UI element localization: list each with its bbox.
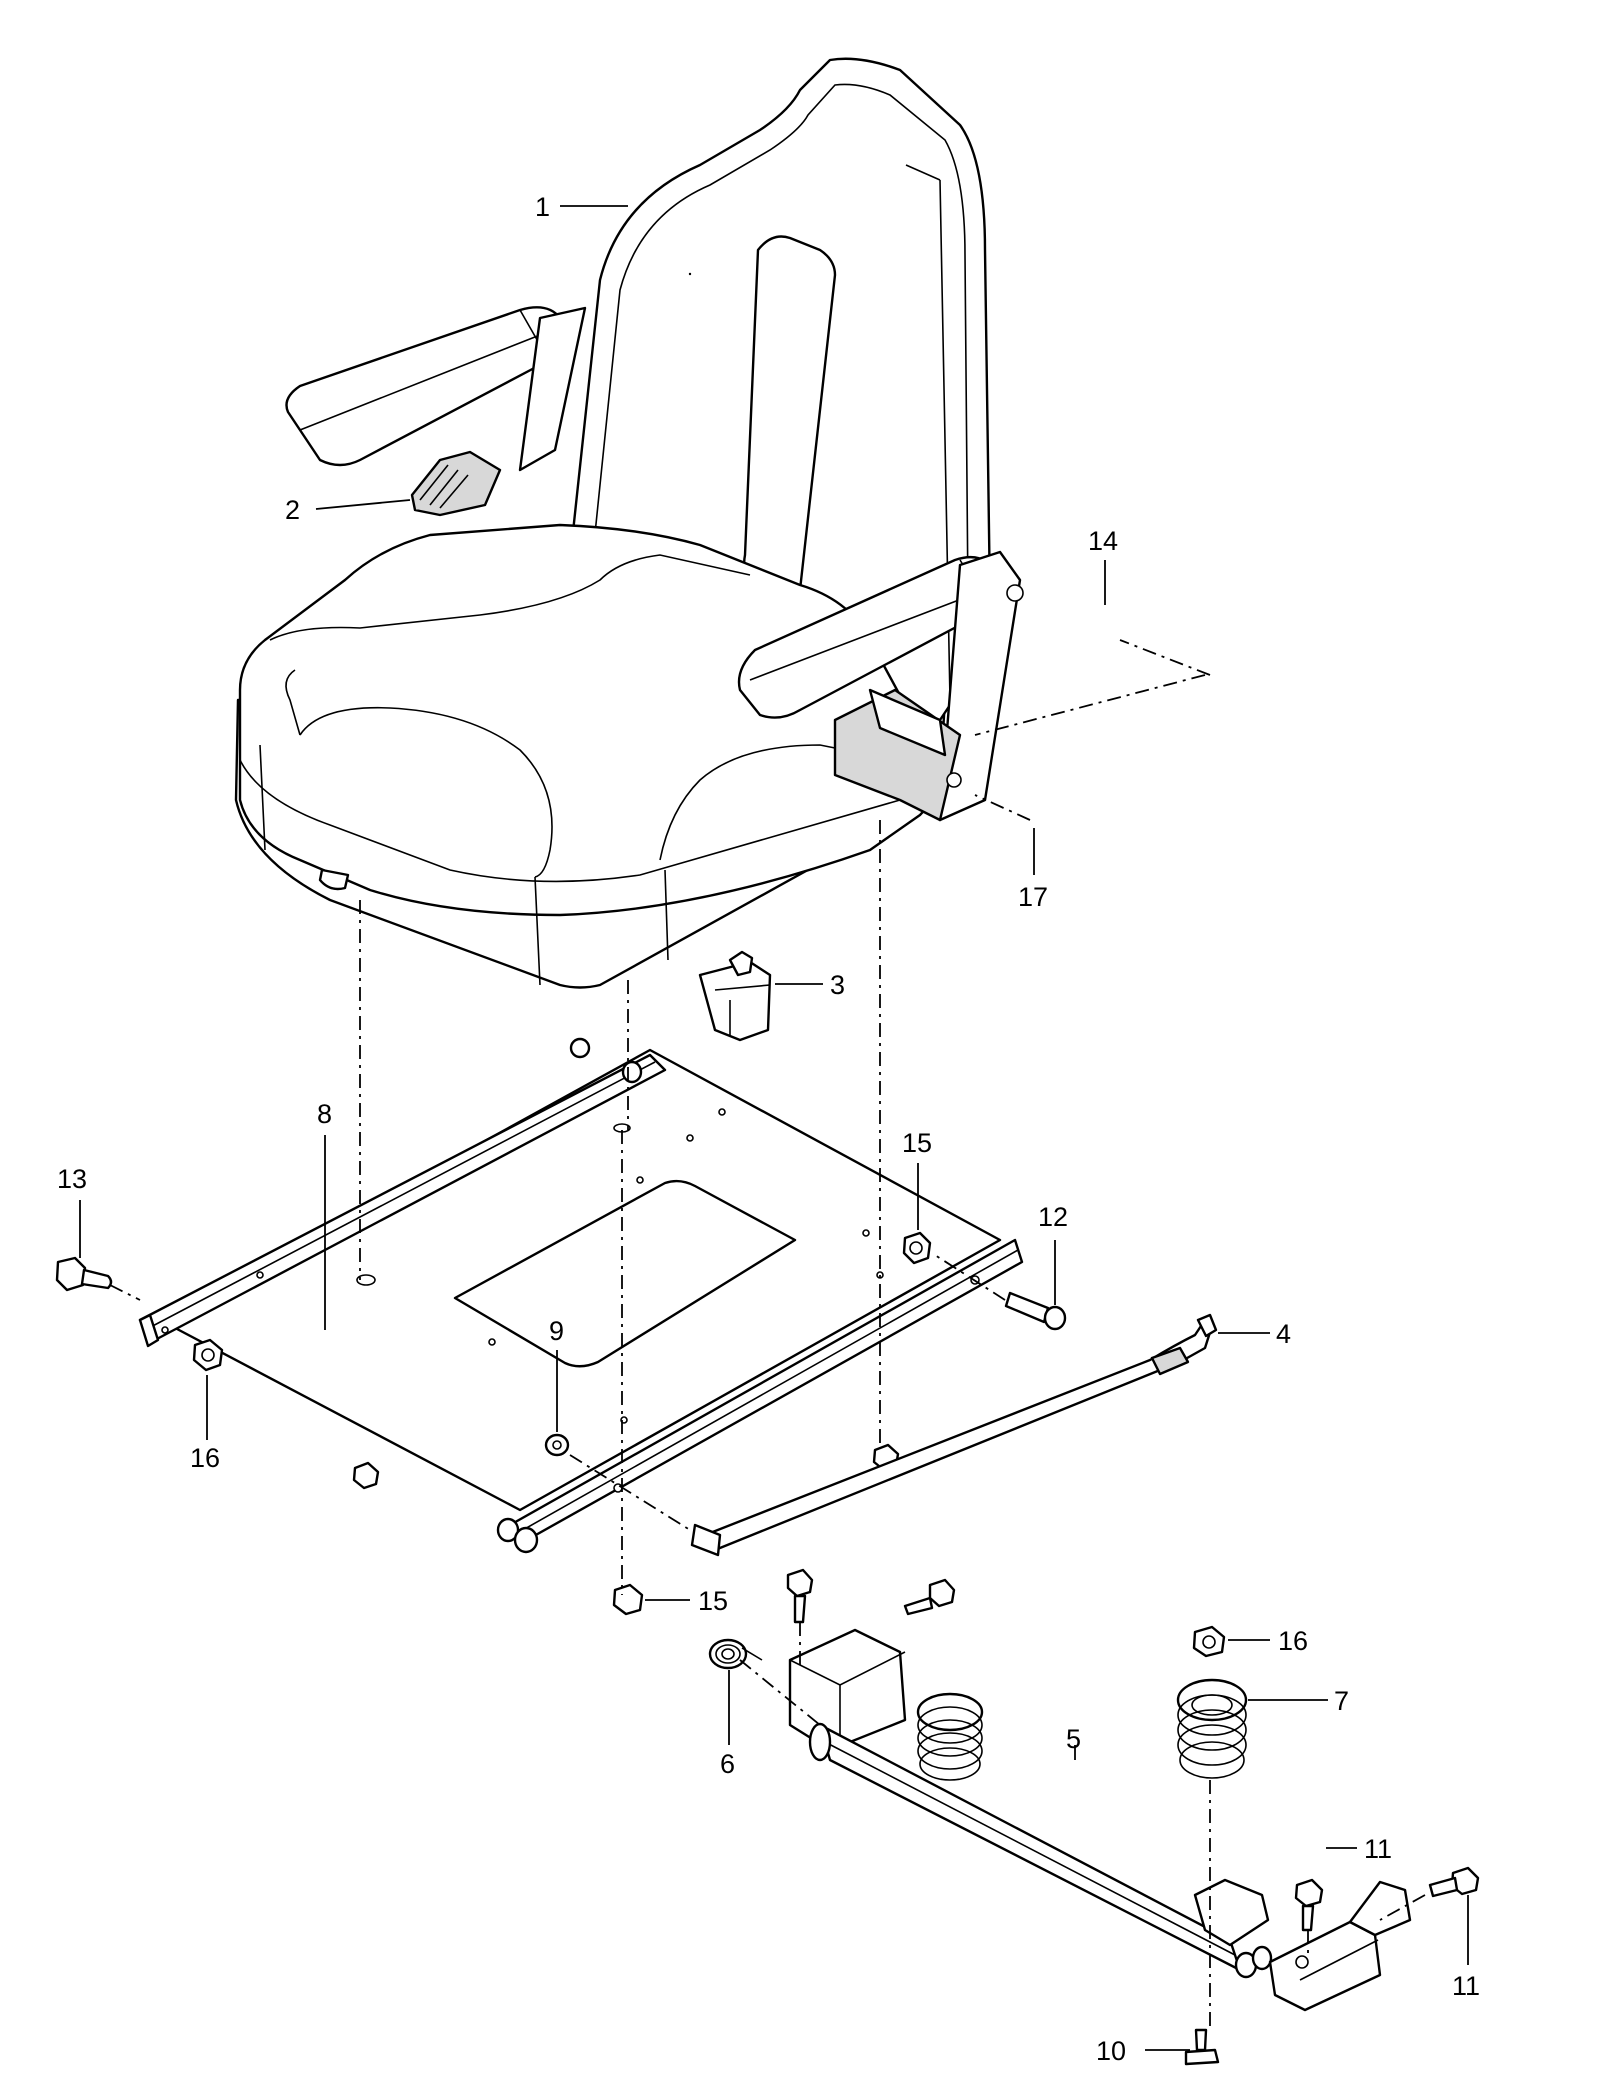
callout-5: 5	[1066, 1724, 1081, 1754]
leader-lines	[79, 205, 1469, 2051]
callout-13: 13	[57, 1164, 87, 1194]
callout-8: 8	[317, 1099, 332, 1129]
callout-1: 1	[535, 192, 550, 222]
suspension-assembly	[612, 1568, 1480, 2066]
callout-14: 14	[1088, 526, 1118, 556]
assembly-lines	[109, 639, 1426, 2030]
callout-4: 4	[1276, 1319, 1291, 1349]
callout-15-top: 15	[902, 1128, 932, 1158]
actuator-rod	[690, 1313, 1218, 1557]
callout-6: 6	[720, 1749, 735, 1779]
callout-15-bottom: 15	[698, 1586, 728, 1616]
seat	[234, 57, 1024, 989]
callout-7: 7	[1334, 1686, 1349, 1716]
callout-9: 9	[549, 1316, 564, 1346]
callout-16-left: 16	[190, 1443, 220, 1473]
callout-2: 2	[285, 495, 300, 525]
callout-17: 17	[1018, 882, 1048, 912]
mounting-plate	[55, 1037, 1067, 1554]
callout-11-middle: 11	[1364, 1834, 1392, 1864]
callout-11-right: 11	[1452, 1971, 1480, 2001]
seat-switch	[698, 950, 772, 1042]
callout-numbers: 1 2 3 4 5 6 7 8 9 10 11 11 12 13 14 15 1…	[57, 192, 1480, 2066]
callout-10: 10	[1096, 2036, 1126, 2066]
callout-3: 3	[830, 970, 845, 1000]
callout-12: 12	[1038, 1202, 1068, 1232]
callout-16-right: 16	[1278, 1626, 1308, 1656]
